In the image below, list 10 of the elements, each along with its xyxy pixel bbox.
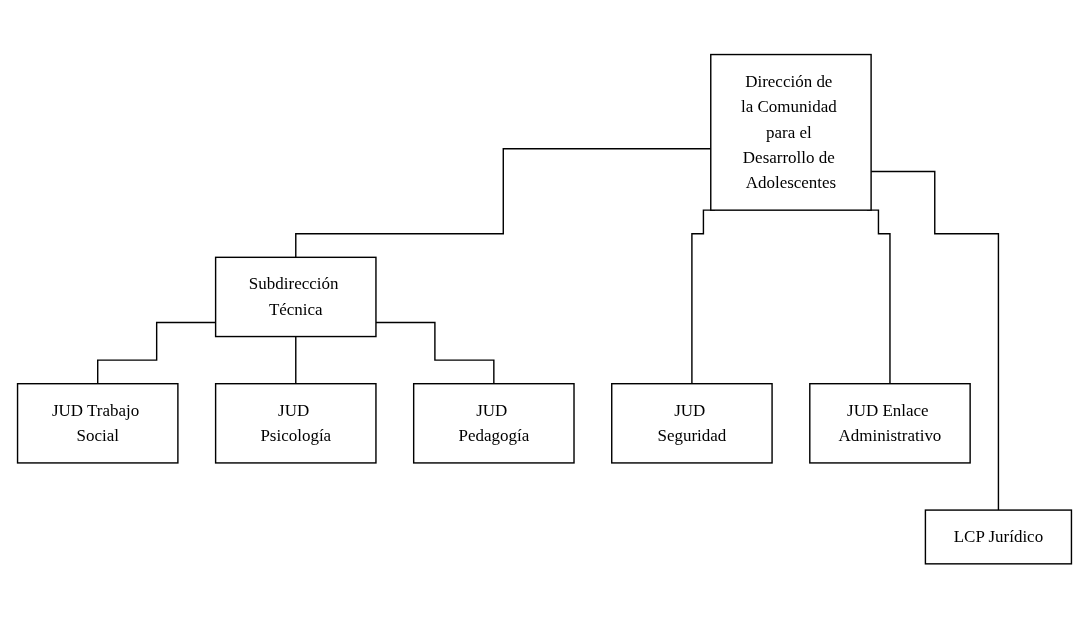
org-box: JUD Psicología (214, 382, 377, 464)
org-box: JUD Enlace Administrativo (809, 382, 971, 464)
connector-line (375, 321, 495, 385)
org-box: JUD Pedagogía (412, 382, 575, 464)
org-box: LCP Jurídico (924, 509, 1073, 565)
org-box: Subdirección Técnica (214, 256, 377, 338)
connector-line (295, 335, 297, 385)
org-box: Dirección de la Comunidad para el Desarrollo de Adolescentes (710, 53, 872, 211)
org-box: JUD Seguridad (611, 382, 773, 464)
org-box: JUD Trabajo Social (16, 382, 179, 464)
